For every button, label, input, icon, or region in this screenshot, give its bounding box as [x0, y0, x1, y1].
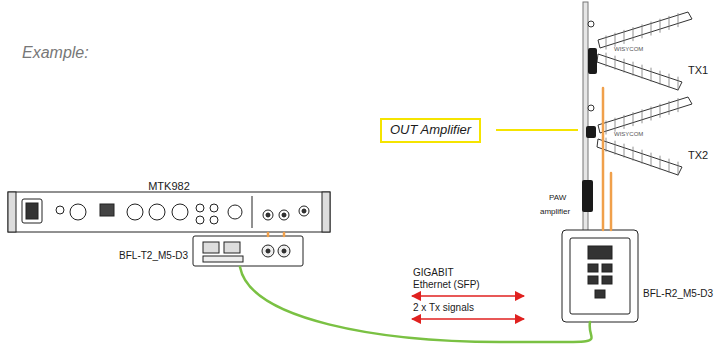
- transmitter-unit: BFL-T2_M5-D3: [193, 236, 303, 267]
- signal-arrow: [412, 295, 524, 297]
- part-name: PAW: [549, 193, 566, 202]
- rf-cable: [602, 88, 605, 230]
- antenna-element: [660, 19, 661, 33]
- antenna-element: [651, 153, 652, 167]
- antenna-element: [624, 59, 625, 73]
- receiver-unit: BFL-R2_M5-D3: [562, 230, 638, 322]
- antenna-element: [642, 65, 643, 79]
- antenna-element: [660, 104, 661, 118]
- antenna-arm: [598, 97, 692, 133]
- antenna-element: [633, 27, 634, 41]
- rack-receiver: [8, 192, 330, 232]
- antenna-element: [624, 115, 625, 129]
- antenna-element: [642, 24, 643, 38]
- antenna-tx2: [597, 97, 692, 176]
- antenna-element: [606, 138, 607, 152]
- connector: [588, 105, 594, 111]
- antenna-element: [606, 121, 607, 135]
- amplifier-body: [588, 48, 597, 74]
- brand-mark: WISYCOM: [614, 131, 643, 138]
- rf-cable: [268, 233, 284, 236]
- antenna-element: [615, 56, 616, 70]
- example-note: Example:: [22, 44, 89, 62]
- amplifier-body: [586, 126, 596, 138]
- node-label: OUT Amplifier: [390, 123, 471, 138]
- antenna-element: [669, 101, 670, 115]
- antenna-element: [669, 159, 670, 173]
- antenna-element: [624, 30, 625, 44]
- antenna-arm: [597, 139, 682, 175]
- antenna-element: [606, 36, 607, 50]
- fiber-transmitter: [193, 236, 303, 266]
- signal-label: Ethernet (SFP): [413, 279, 480, 291]
- node-label: BFL-R2_M5-D3: [643, 288, 713, 300]
- antenna-element: [615, 33, 616, 47]
- signal-label: 2 x Tx signals: [413, 302, 474, 314]
- antenna-element: [651, 107, 652, 121]
- antenna-element: [651, 68, 652, 82]
- part-name: amplifier: [540, 207, 570, 216]
- antenna: TX1: [595, 10, 713, 92]
- antenna-element: [624, 144, 625, 158]
- receiver-unit: MTK982: [8, 180, 330, 233]
- ethernet-cable: [240, 267, 592, 342]
- antenna-element: [633, 147, 634, 161]
- antenna-element: [606, 53, 607, 67]
- antenna-element: [615, 118, 616, 132]
- antenna-element: [633, 62, 634, 76]
- antenna-element: [660, 156, 661, 170]
- antenna-element: [669, 74, 670, 88]
- antenna-element: [642, 109, 643, 123]
- antenna-element: [678, 77, 679, 91]
- antenna-element: [633, 112, 634, 126]
- antenna-element: [651, 22, 652, 36]
- fiber-receiver: [562, 230, 638, 322]
- antenna-element: [678, 98, 679, 112]
- node-label: MTK982: [8, 180, 330, 193]
- brand-mark: WISYCOM: [614, 46, 643, 53]
- antenna: TX2: [595, 95, 713, 177]
- antenna-element: [615, 141, 616, 155]
- antenna-element: [642, 150, 643, 164]
- node-label: BFL-T2_M5-D3: [119, 250, 188, 262]
- antenna-element: [660, 71, 661, 85]
- paw-amplifier-body: [582, 180, 593, 212]
- callout-box: OUT Amplifier: [380, 118, 481, 143]
- antenna-element: [669, 16, 670, 30]
- leader-line: [496, 129, 578, 131]
- rf-cable: [610, 173, 613, 230]
- antenna-arm: [598, 12, 692, 48]
- antenna-element: [678, 13, 679, 27]
- antenna-tx1: [597, 12, 692, 91]
- signal-label: GIGABIT: [413, 267, 454, 279]
- antenna-element: [678, 162, 679, 176]
- signal-arrow: [412, 318, 524, 320]
- node-label: TX2: [688, 149, 708, 162]
- connector: [588, 21, 594, 27]
- node-label: TX1: [688, 64, 708, 77]
- antenna-arm: [597, 54, 682, 90]
